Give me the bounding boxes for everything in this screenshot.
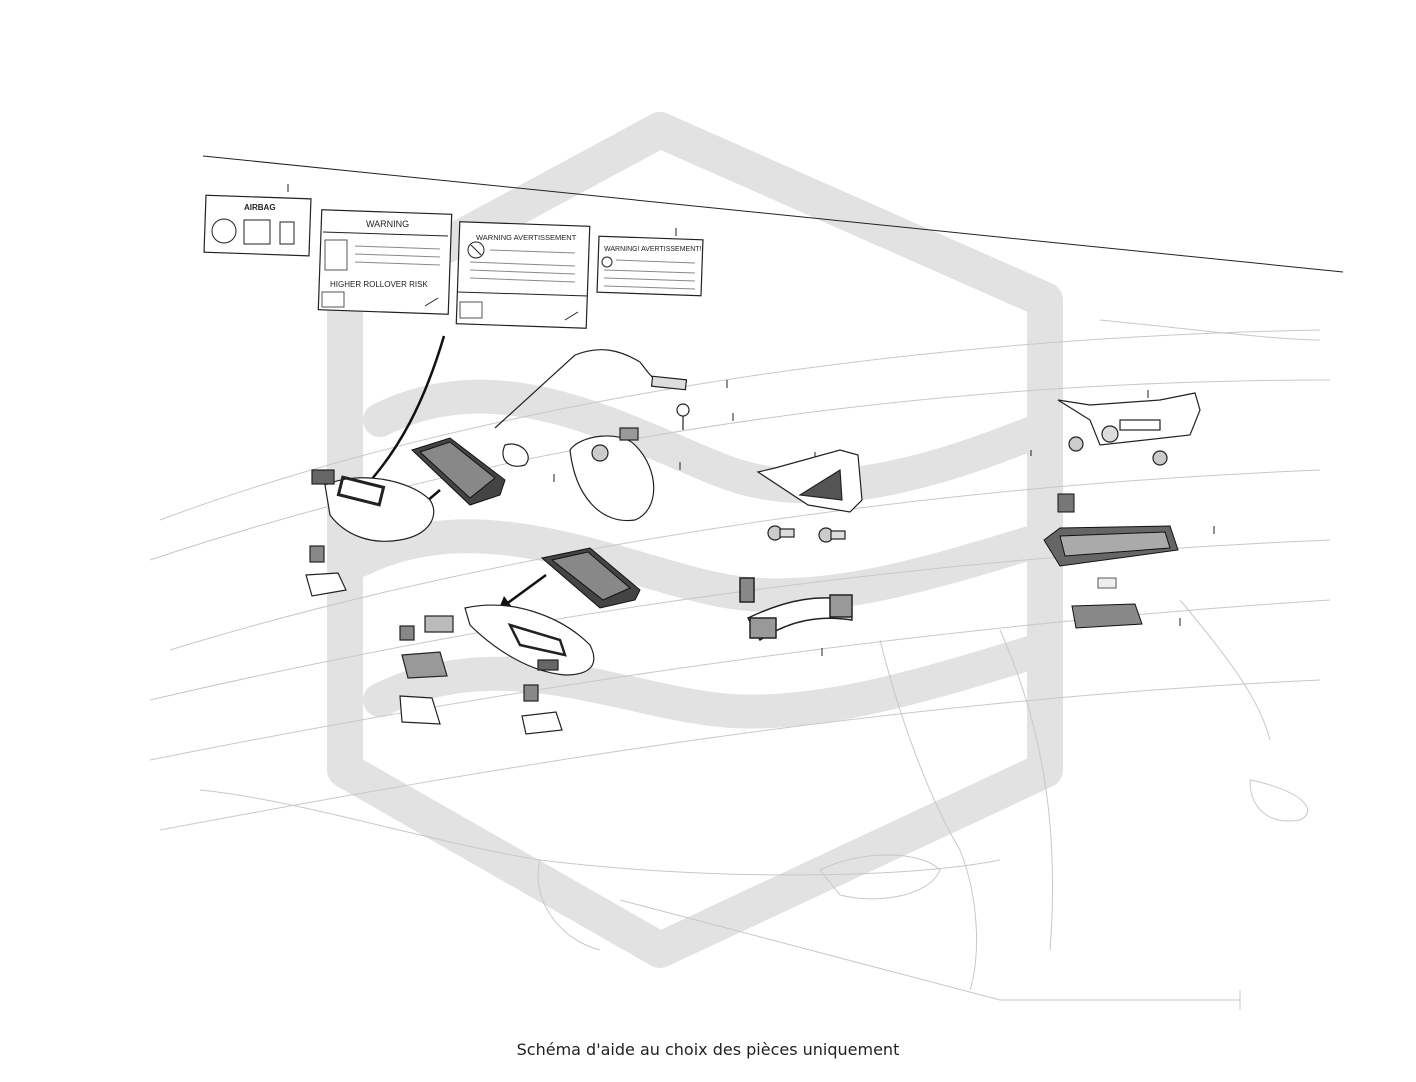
grab-handle [739, 577, 853, 642]
wire-harness [494, 349, 690, 467]
watermark-logo [327, 112, 1063, 968]
rear-overhead-console [540, 547, 641, 609]
right-sun-visor [464, 604, 595, 676]
warning-avertissement-label-2: WARNING! AVERTISSEMENT! [596, 235, 704, 297]
diagram-caption: Schéma d'aide au choix des pièces unique… [516, 1040, 900, 1059]
microphone-module [569, 427, 655, 522]
console-bracket-center [756, 449, 863, 543]
warning-avertissement-text-2: WARNING! AVERTISSEMENT! [604, 246, 702, 253]
front-overhead-console [411, 437, 506, 506]
vehicle-body-outline [149, 319, 1331, 1010]
headliner-boundary-line [202, 155, 1344, 273]
warning-avertissement-text-1: WARNING AVERTISSEMENT [476, 233, 577, 242]
callout-ticks [287, 184, 1215, 656]
warning-avertissement-label: WARNING AVERTISSEMENT [455, 221, 591, 329]
airbag-warning-label: AIRBAG [203, 194, 312, 257]
warning-label-text: WARNING [366, 219, 409, 229]
airbag-label-text: AIRBAG [244, 203, 276, 212]
left-sun-visor [311, 469, 435, 542]
visor-clips [305, 545, 563, 735]
rollover-label-text: HIGHER ROLLOVER RISK [330, 280, 428, 289]
warning-rollover-label: WARNING HIGHER ROLLOVER RISK [317, 209, 453, 315]
rear-dome-light [1043, 493, 1179, 629]
rear-console-bracket [1057, 392, 1201, 466]
